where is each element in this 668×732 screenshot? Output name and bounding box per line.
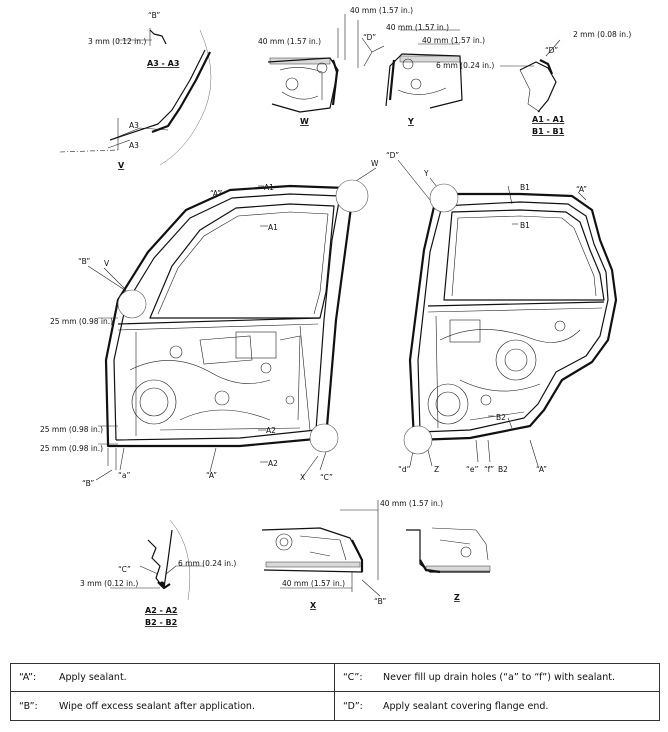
magnifier-y [429, 183, 459, 213]
label-e-drain: “e” [466, 465, 478, 474]
label-b2-rear-1: B2 [496, 413, 506, 422]
section-a1-a1: A1 - A1 [532, 115, 565, 124]
label-v-front: V [104, 259, 110, 268]
dim-3mm-top: 3 mm (0.12 in.) [88, 37, 146, 46]
legend-a: “A”: Apply sealant. [11, 664, 335, 692]
label-f-drain: “f” [484, 465, 494, 474]
legend-b: “B”: Wipe off excess sealant after appli… [11, 692, 335, 720]
legend-table: “A”: Apply sealant. “C”: Never fill up d… [10, 663, 660, 721]
label-a-front: “A” [210, 189, 221, 198]
dim-25mm-1: 25 mm (0.98 in.) [50, 317, 113, 326]
label-a-drain: “a” [118, 471, 130, 480]
view-y-label: Y [407, 117, 414, 126]
label-b-front-bottom: “B” [82, 479, 94, 488]
label-a3-upper: A3 [129, 121, 139, 130]
label-x-front: X [300, 473, 305, 482]
section-a3-a3: A3 - A3 [147, 59, 179, 68]
dim-2mm: 2 mm (0.08 in.) [573, 30, 631, 39]
label-a1-front-2: A1 [268, 223, 278, 232]
label-a-front-bottom: “A” [206, 471, 217, 480]
dim-3mm-bottom: 3 mm (0.12 in.) [80, 579, 138, 588]
label-b1-rear-1: B1 [520, 183, 530, 192]
dim-6mm-top: 6 mm (0.24 in.) [436, 61, 494, 70]
label-b-top: “B” [148, 11, 160, 20]
door-sealant-diagram: “B” 3 mm (0.12 in.) A3 - A3 A3 A3 V 40 m… [40, 6, 631, 627]
dim-40mm-2: 40 mm (1.57 in.) [258, 37, 321, 46]
detail-a3-a3 [59, 28, 212, 166]
magnifier-v [117, 289, 147, 319]
section-b2-b2: B2 - B2 [145, 618, 177, 627]
magnifier-x [309, 423, 339, 453]
label-c-front: “C” [320, 473, 333, 482]
view-w-label: W [300, 117, 309, 126]
detail-y [361, 29, 463, 109]
section-a2-a2: A2 - A2 [145, 606, 177, 615]
legend-c-key: “C”: [343, 672, 363, 683]
view-z-label: Z [454, 593, 460, 602]
dim-25mm-3: 25 mm (0.98 in.) [40, 444, 103, 453]
legend-c: “C”: Never fill up drain holes (“a” to “… [335, 664, 659, 692]
detail-x [261, 500, 381, 597]
label-a1-front-1: A1 [264, 183, 274, 192]
label-c-bottom: “C” [118, 565, 131, 574]
dim-40mm-4: 40 mm (1.57 in.) [422, 36, 485, 45]
label-a-rear: “A” [576, 185, 587, 194]
dim-40mm-3: 40 mm (1.57 in.) [386, 23, 449, 32]
label-y-rear: Y [423, 169, 429, 178]
label-b-front: “B” [78, 257, 90, 266]
magnifier-z [403, 425, 433, 455]
detail-a1-b1 [500, 39, 561, 113]
magnifier-w [335, 179, 369, 213]
detail-w [267, 14, 359, 113]
rear-door [397, 159, 618, 467]
label-a-rear-bottom: “A” [536, 465, 547, 474]
label-b2-rear-2: B2 [498, 465, 508, 474]
label-a2-front-2: A2 [268, 459, 278, 468]
legend-d-text: Apply sealant covering flange end. [383, 700, 549, 712]
dim-6mm-bottom: 6 mm (0.24 in.) [178, 559, 236, 568]
legend-a-text: Apply sealant. [59, 672, 127, 683]
label-z-rear: Z [434, 465, 439, 474]
legend-d: “D”: Apply sealant covering flange end. [335, 692, 659, 720]
detail-z [406, 527, 491, 574]
legend-d-key: “D”: [343, 700, 363, 712]
label-d-drain: “d” [398, 465, 411, 474]
section-b1-b1: B1 - B1 [532, 127, 565, 136]
view-x-label: X [310, 601, 317, 610]
legend-b-text: Wipe off excess sealant after applicatio… [59, 700, 255, 712]
legend-c-text: Never fill up drain holes (“a” to “f”) w… [383, 672, 615, 683]
dim-40mm-1: 40 mm (1.57 in.) [350, 6, 413, 15]
label-w-front: W [371, 159, 379, 168]
view-v-label: V [118, 161, 125, 170]
label-d-top: “D” [363, 33, 376, 42]
dim-40mm-6: 40 mm (1.57 in.) [282, 579, 345, 588]
legend-a-key: “A”: [19, 672, 37, 683]
label-b-x: “B” [374, 597, 386, 606]
detail-a2-b2 [110, 519, 204, 601]
dim-25mm-2: 25 mm (0.98 in.) [40, 425, 103, 434]
label-d-right: “D” [545, 46, 558, 55]
label-b1-rear-2: B1 [520, 221, 530, 230]
dim-40mm-5: 40 mm (1.57 in.) [380, 499, 443, 508]
label-d-rear: “D” [386, 151, 399, 160]
label-a3-lower: A3 [129, 141, 139, 150]
label-a2-front-1: A2 [266, 426, 276, 435]
legend-b-key: “B”: [19, 700, 38, 712]
